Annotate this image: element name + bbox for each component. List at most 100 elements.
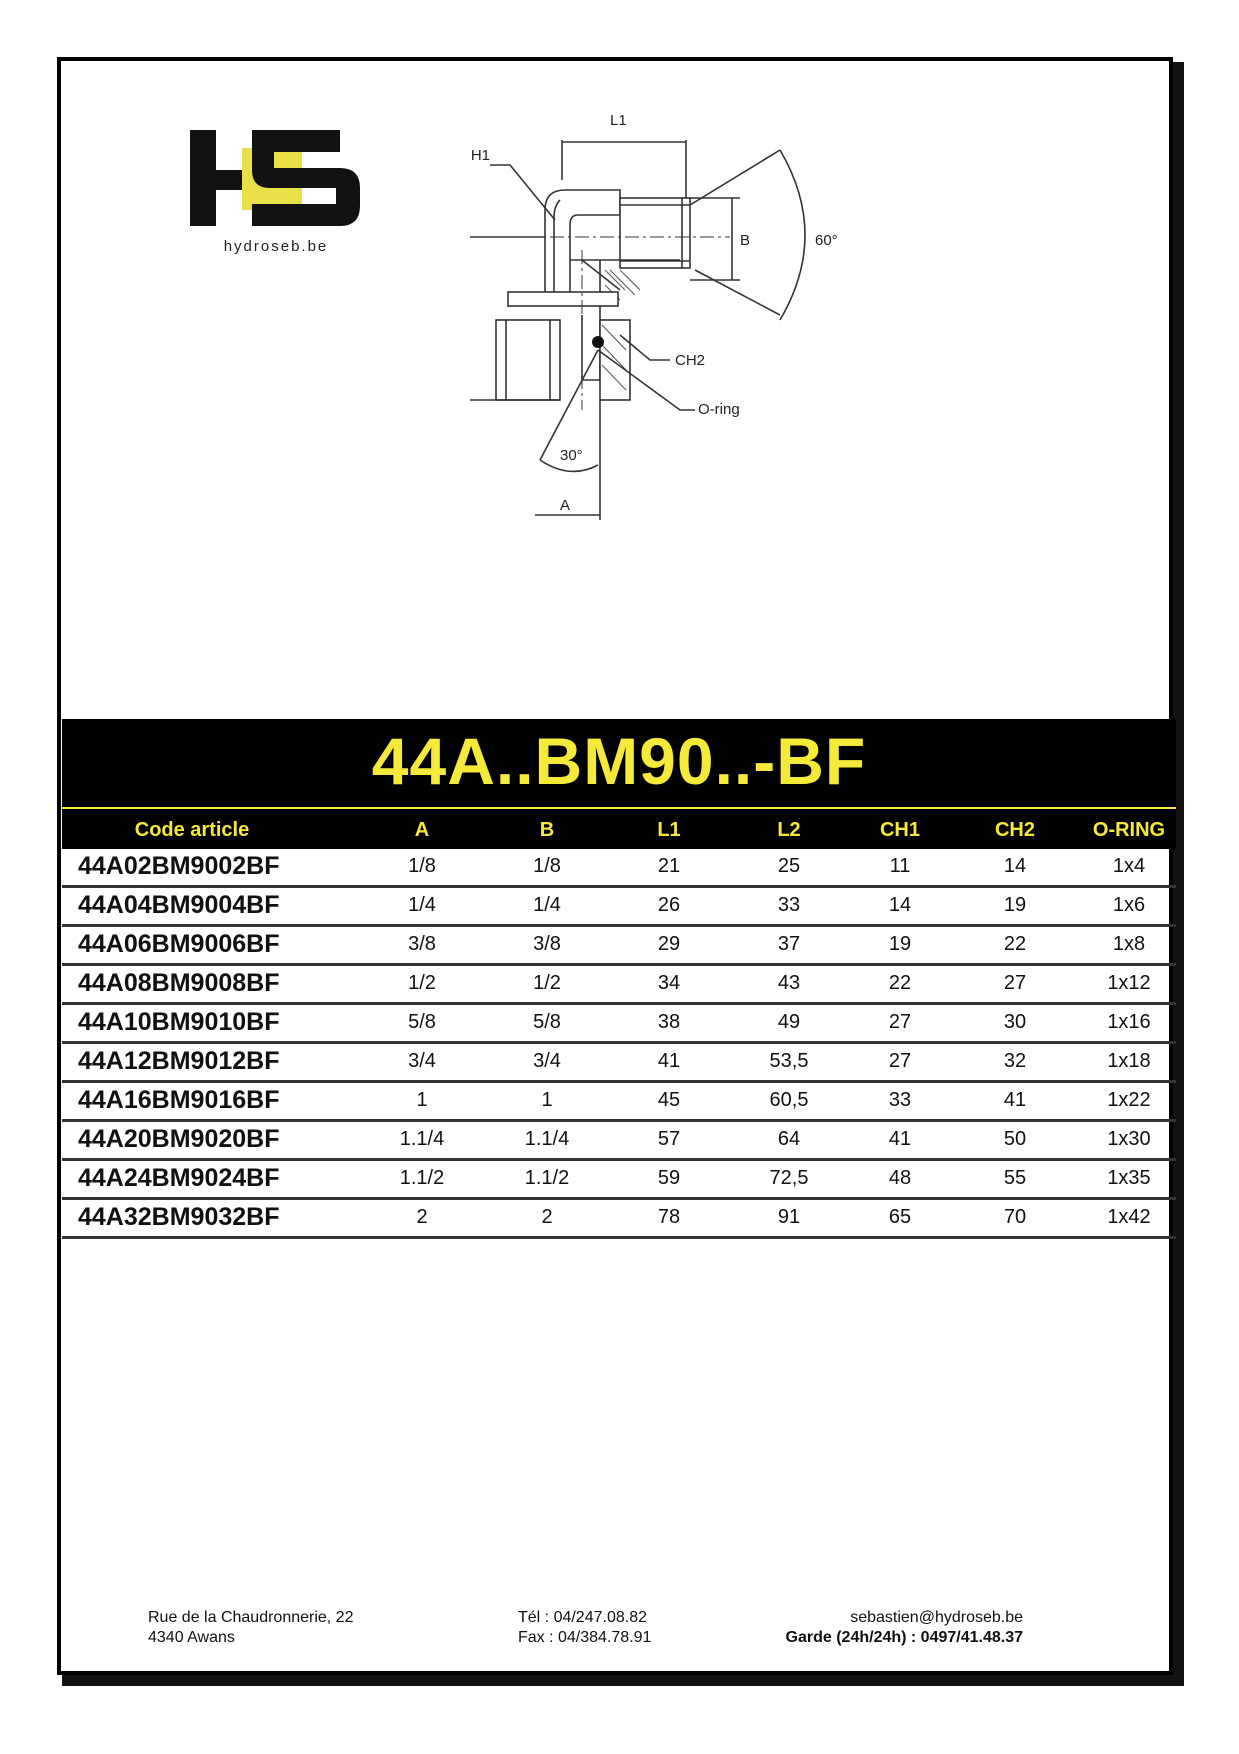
label-ch2: CH2: [675, 352, 705, 369]
l1-cell: 45: [657, 1089, 681, 1111]
header-l2: L2: [777, 819, 801, 841]
title-underline: [62, 807, 1176, 809]
l1-cell: 38: [657, 1011, 681, 1033]
a-cell: 1.1/4: [399, 1128, 445, 1150]
a-cell: 3/8: [408, 933, 436, 955]
ch2-cell: 22: [1003, 933, 1027, 955]
address-line-2: 4340 Awans: [148, 1629, 235, 1646]
ch1-cell: 14: [888, 894, 912, 916]
code-cell: 44A20BM9020BF: [78, 1125, 280, 1153]
email: sebastien@hydroseb.be: [850, 1609, 1023, 1626]
header-oring: O-RING: [1092, 819, 1166, 841]
oring-cell: 1x8: [1112, 933, 1146, 955]
ch1-cell: 22: [888, 972, 912, 994]
ch2-cell: 50: [1003, 1128, 1027, 1150]
logo-tagline: hydroseb.be: [223, 238, 329, 255]
a-cell: 2: [416, 1206, 428, 1228]
footer-contact: sebastien@hydroseb.be Garde (24h/24h) : …: [755, 1608, 1023, 1648]
title-band: 44A..BM90..-BF: [62, 719, 1176, 813]
l1-cell: 26: [657, 894, 681, 916]
l1-cell: 57: [657, 1128, 681, 1150]
label-oring: O-ring: [698, 401, 740, 418]
b-cell: 1.1/4: [524, 1128, 570, 1150]
header-l1: L1: [657, 819, 681, 841]
table-row: 44A24BM9024BF 1.1/2 1.1/2 59 72,5 48 55 1x35: [62, 1161, 1176, 1200]
oring-cell: 1x42: [1107, 1206, 1151, 1228]
oring-cell: 1x12: [1107, 972, 1151, 994]
table-header: Code article A B L1 L2 CH1 CH2 O-RING: [62, 813, 1176, 849]
oring-cell: 1x16: [1107, 1011, 1151, 1033]
l2-cell: 91: [777, 1206, 801, 1228]
b-cell: 3/8: [533, 933, 561, 955]
ch2-cell: 55: [1003, 1167, 1027, 1189]
b-cell: 2: [541, 1206, 553, 1228]
code-cell: 44A32BM9032BF: [78, 1203, 280, 1231]
ch1-cell: 65: [888, 1206, 912, 1228]
fitting-drawing: L1 CH1 B 60° L2 CH2 O-ring 30° A: [470, 112, 838, 520]
a-cell: 3/4: [408, 1050, 436, 1072]
ch1-cell: 19: [888, 933, 912, 955]
oring-cell: 1x6: [1112, 894, 1146, 916]
hydroseb-logo: [190, 130, 360, 226]
ch2-cell: 14: [1003, 855, 1027, 877]
l2-cell: 72,5: [769, 1167, 809, 1189]
footer-address: Rue de la Chaudronnerie, 22 4340 Awans: [148, 1608, 353, 1648]
b-cell: 1.1/2: [524, 1167, 570, 1189]
ch1-cell: 27: [888, 1050, 912, 1072]
l1-cell: 59: [657, 1167, 681, 1189]
product-title: 44A..BM90..-BF: [371, 724, 867, 798]
code-cell: 44A02BM9002BF: [78, 852, 280, 880]
oring-cell: 1x18: [1107, 1050, 1151, 1072]
l2-cell: 49: [777, 1011, 801, 1033]
ch1-cell: 48: [888, 1167, 912, 1189]
b-cell: 1: [541, 1089, 553, 1111]
a-cell: 1/8: [408, 855, 436, 877]
l1-cell: 21: [657, 855, 681, 877]
ch1-cell: 11: [889, 855, 911, 877]
tel: Tél : 04/247.08.82: [518, 1609, 647, 1626]
ch2-cell: 19: [1003, 894, 1027, 916]
ch2-cell: 30: [1003, 1011, 1027, 1033]
l1-cell: 34: [657, 972, 681, 994]
l2-cell: 43: [777, 972, 801, 994]
code-cell: 44A16BM9016BF: [78, 1086, 280, 1114]
oring-cell: 1x35: [1107, 1167, 1151, 1189]
garde-line: Garde (24h/24h) : 0497/41.48.37: [785, 1629, 1023, 1646]
oring-cell: 1x4: [1112, 855, 1146, 877]
ch1-cell: 41: [888, 1128, 912, 1150]
a-cell: 1.1/2: [399, 1167, 445, 1189]
oring-cell: 1x22: [1107, 1089, 1151, 1111]
b-cell: 5/8: [533, 1011, 561, 1033]
code-cell: 44A04BM9004BF: [78, 891, 280, 919]
a-cell: 5/8: [408, 1011, 436, 1033]
fax: Fax : 04/384.78.91: [518, 1629, 652, 1646]
l1-cell: 41: [657, 1050, 681, 1072]
header-a: A: [414, 819, 430, 841]
code-cell: 44A24BM9024BF: [78, 1164, 280, 1192]
l2-cell: 60,5: [769, 1089, 809, 1111]
a-cell: 1/4: [408, 894, 436, 916]
ch2-cell: 27: [1003, 972, 1027, 994]
code-cell: 44A12BM9012BF: [78, 1047, 280, 1075]
header-code: Code article: [134, 819, 250, 841]
l2-cell: 64: [777, 1128, 801, 1150]
a-cell: 1: [416, 1089, 428, 1111]
code-cell: 44A08BM9008BF: [78, 969, 280, 997]
ch1-cell: 33: [888, 1089, 912, 1111]
a-cell: 1/2: [408, 972, 436, 994]
header-ch2: CH2: [994, 819, 1035, 841]
header-b: B: [539, 819, 555, 841]
label-b: B: [740, 232, 750, 249]
label-angle-30: 30°: [560, 447, 583, 464]
ch1-cell: 27: [888, 1011, 912, 1033]
code-cell: 44A10BM9010BF: [78, 1008, 280, 1036]
l2-cell: 33: [777, 894, 801, 916]
